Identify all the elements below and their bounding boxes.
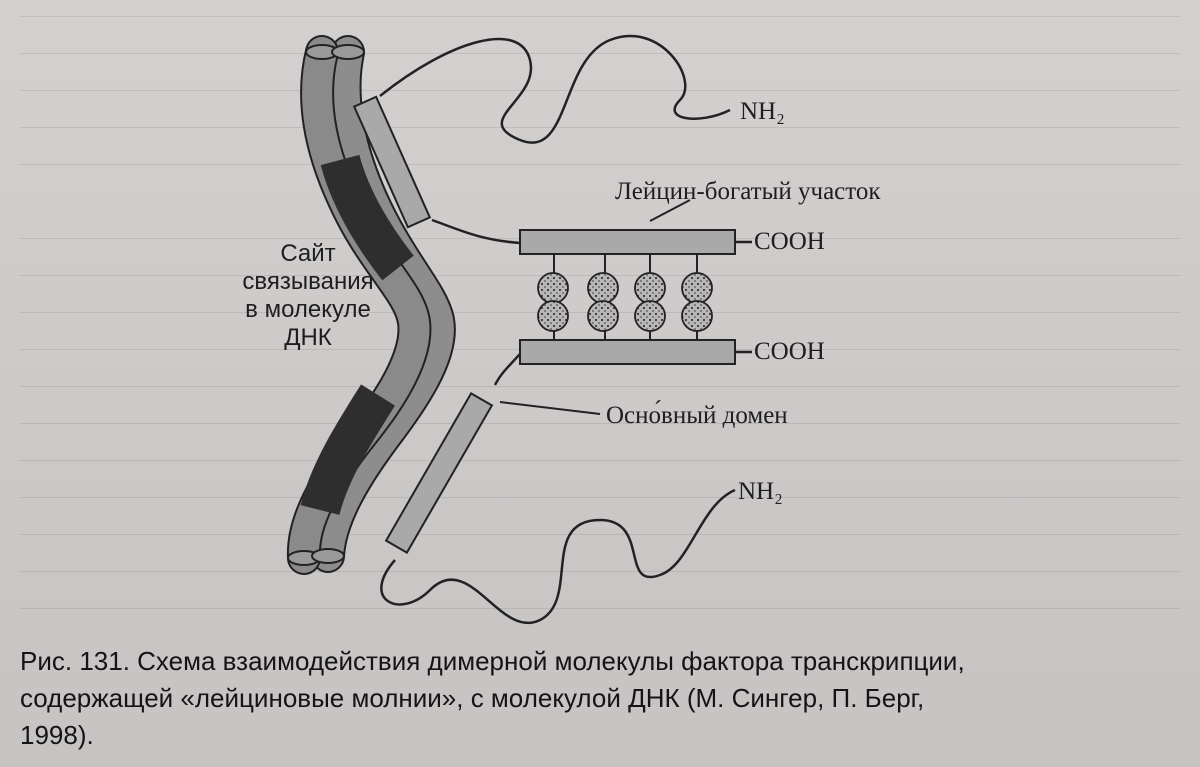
nh2-label-top: NH₂ [740, 96, 785, 127]
linker-lower [495, 354, 520, 385]
leucine-residue [682, 273, 712, 303]
basic-domain-pointer [500, 402, 600, 414]
caption-line: содержащей «лейциновые молнии», с молеку… [20, 680, 1190, 717]
leucine-zipper [538, 254, 712, 340]
cooh-label-top: COOH [754, 226, 825, 257]
nh2-label-bottom: NH₂ [738, 476, 783, 507]
leucine-residue [635, 273, 665, 303]
leucine-helix-upper [520, 230, 735, 254]
leucine-residue [635, 301, 665, 331]
cooh-label-bottom: COOH [754, 336, 825, 367]
basic-domain-label: Осно́вный домен [606, 400, 788, 431]
leucine-residue [588, 301, 618, 331]
dna-site-line: ДНК [218, 324, 398, 352]
nh2-tail-upper [380, 36, 730, 143]
leucine-region-label: Лейцин-богатый участок [615, 176, 881, 207]
dna-site-line: связывания [218, 268, 398, 296]
dna-binding-site-label: Сайт связывания в молекуле ДНК [218, 240, 398, 352]
leucine-residue [538, 301, 568, 331]
leucine-residue [588, 273, 618, 303]
caption-line: 1998). [20, 717, 1190, 754]
nh2-tail-lower [381, 490, 735, 623]
caption-line: Рис. 131. Схема взаимодействия димерной … [20, 643, 1190, 680]
leucine-residue [538, 273, 568, 303]
dna-site-line: в молекуле [218, 296, 398, 324]
linker-upper [432, 220, 520, 243]
dna-end-top-right [332, 45, 364, 59]
monomer-upper [354, 36, 752, 254]
leucine-residue [682, 301, 712, 331]
dna-site-line: Сайт [218, 240, 398, 268]
leucine-helix-lower [520, 340, 735, 364]
figure-caption: Рис. 131. Схема взаимодействия димерной … [20, 643, 1190, 754]
dna-end-bottom-right [312, 549, 344, 563]
